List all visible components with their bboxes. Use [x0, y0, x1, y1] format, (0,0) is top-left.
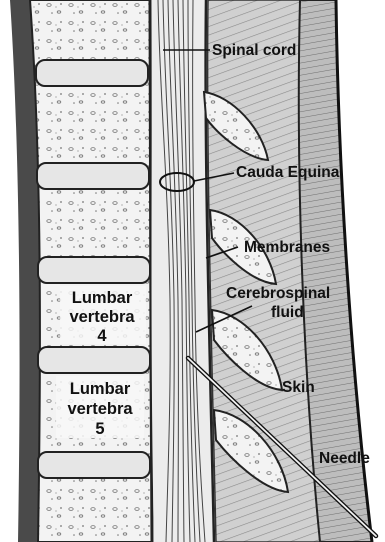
- l5-line1: Lumbar: [70, 380, 131, 398]
- fluid-label: fluid: [271, 304, 304, 321]
- disc: [38, 347, 150, 373]
- l5-number: 5: [95, 420, 104, 438]
- l4-number: 4: [97, 327, 107, 345]
- needle-label: Needle: [319, 450, 370, 467]
- disc: [36, 60, 148, 86]
- cauda-equina-label: Cauda Equina: [236, 164, 340, 181]
- l4-line1: Lumbar: [72, 289, 133, 307]
- l5-line2: vertebra: [67, 400, 133, 418]
- disc: [38, 452, 150, 478]
- disc: [37, 163, 149, 189]
- membranes-label: Membranes: [244, 239, 330, 256]
- l4-line2: vertebra: [69, 308, 135, 326]
- spinal-cord-label: Spinal cord: [212, 42, 296, 59]
- skin-label: Skin: [282, 379, 315, 396]
- disc: [38, 257, 150, 283]
- cerebrospinal-label: Cerebrospinal: [226, 285, 330, 302]
